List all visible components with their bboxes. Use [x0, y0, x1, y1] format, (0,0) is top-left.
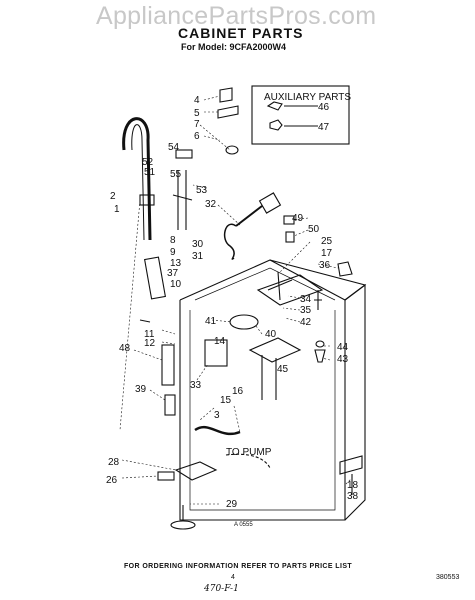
- callout: 8: [170, 235, 176, 246]
- callout: 29: [226, 499, 238, 510]
- callout: 14: [214, 336, 226, 347]
- watermark: AppliancePartsPros.com: [96, 2, 377, 30]
- to-pump-label: TO PUMP: [226, 447, 272, 458]
- callout: 2: [110, 191, 116, 202]
- power-cord: [223, 223, 237, 260]
- callout: 55: [170, 169, 182, 180]
- top-frame-part: [256, 274, 324, 306]
- callout: 31: [192, 251, 204, 262]
- aux-part-47-shape: [269, 119, 283, 131]
- callout: 41: [205, 316, 217, 327]
- aux-part-label: 46: [318, 102, 330, 113]
- document-code: 380553: [436, 574, 460, 581]
- callout: 34: [300, 294, 312, 305]
- callout: 11: [144, 329, 155, 340]
- callout: 16: [232, 386, 244, 397]
- model-line: For Model: 9CFA2000W4: [181, 42, 287, 52]
- page-number: 4: [231, 574, 235, 581]
- callout: 9: [170, 247, 176, 258]
- callout: 7: [194, 119, 200, 130]
- timer-part: [229, 314, 259, 330]
- callout: 49: [292, 213, 304, 224]
- callout: 54: [168, 142, 180, 153]
- callout: 10: [170, 279, 182, 290]
- callout: 18: [347, 480, 359, 491]
- auxiliary-parts-box: [251, 85, 350, 145]
- aux-part-label: 47: [318, 122, 330, 133]
- callout: 25: [321, 236, 333, 247]
- cabinet-front: [179, 300, 346, 521]
- page-title: CABINET PARTS: [178, 25, 304, 41]
- callout: 26: [106, 475, 118, 486]
- callout: 38: [347, 491, 359, 502]
- callout: 42: [300, 317, 312, 328]
- callout: 36: [319, 260, 331, 271]
- cabinet-side: [344, 283, 366, 521]
- drain-hose: [194, 425, 241, 436]
- callout: 32: [205, 199, 217, 210]
- callout: 48: [119, 343, 131, 354]
- callout: 40: [265, 329, 277, 340]
- callout: 4: [194, 95, 200, 106]
- callout: 51: [144, 167, 156, 178]
- callout: 33: [190, 380, 202, 391]
- callout: 30: [192, 239, 204, 250]
- aux-box-title: AUXILIARY PARTS: [264, 92, 351, 103]
- callout: 15: [220, 395, 232, 406]
- callout: 13: [170, 258, 182, 269]
- callout: 1: [114, 204, 120, 215]
- callout: 6: [194, 131, 200, 142]
- callout: 37: [167, 268, 179, 279]
- handwritten-note: 470-F-1: [204, 584, 239, 594]
- callout: 35: [300, 305, 312, 316]
- callout: 28: [108, 457, 120, 468]
- fill-hose: [122, 117, 152, 241]
- callout: 39: [135, 384, 147, 395]
- callout: 3: [214, 410, 220, 421]
- callout: 44: [337, 342, 349, 353]
- callout: 45: [277, 364, 289, 375]
- callout: 53: [196, 185, 208, 196]
- callout: 5: [194, 108, 200, 119]
- callout: 17: [321, 248, 333, 259]
- callout: 12: [144, 338, 156, 349]
- callout: 50: [308, 224, 320, 235]
- callout: 43: [337, 354, 349, 365]
- ordering-note: FOR ORDERING INFORMATION REFER TO PARTS …: [124, 563, 353, 570]
- callout: 52: [142, 157, 154, 168]
- leveling-leg: [170, 520, 196, 530]
- aux-part-46-shape: [266, 101, 283, 111]
- figure-id: A 0555: [234, 522, 253, 528]
